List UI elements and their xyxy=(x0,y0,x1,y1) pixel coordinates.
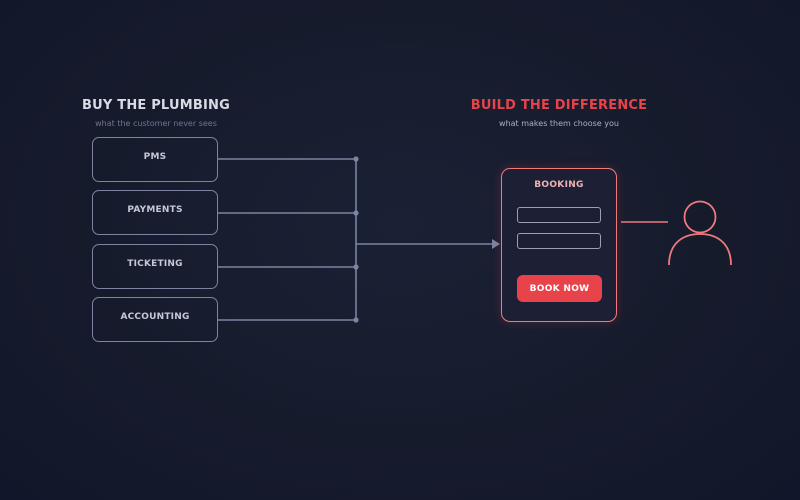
user-icon xyxy=(668,200,732,266)
booking-field-2[interactable] xyxy=(517,233,601,249)
difference-subheading: what makes them choose you xyxy=(499,119,619,128)
system-label-pms: PMS xyxy=(143,152,167,162)
junction-dot-accounting xyxy=(353,317,359,323)
system-label-accounting: ACCOUNTING xyxy=(120,312,190,322)
system-box-payments: PAYMENTS xyxy=(92,190,218,235)
booking-field-1[interactable] xyxy=(517,207,601,223)
system-label-payments: PAYMENTS xyxy=(127,205,183,215)
junction-dot-pms xyxy=(353,156,359,162)
junction-dot-payments xyxy=(353,210,359,216)
system-box-ticketing: TICKETING xyxy=(92,244,218,289)
system-label-ticketing: TICKETING xyxy=(127,259,183,269)
system-box-pms: PMS xyxy=(92,137,218,182)
junction-dot-ticketing xyxy=(353,264,359,270)
difference-heading: BUILD THE DIFFERENCE xyxy=(470,98,648,113)
plumbing-heading: BUY THE PLUMBING xyxy=(82,98,230,113)
system-box-accounting: ACCOUNTING xyxy=(92,297,218,342)
plumbing-subheading: what the customer never sees xyxy=(95,119,217,128)
book-now-button[interactable]: BOOK NOW xyxy=(517,275,602,302)
arrow-right-icon xyxy=(492,239,500,249)
booking-widget: BOOKING BOOK NOW xyxy=(501,168,617,322)
booking-title: BOOKING xyxy=(534,180,584,190)
